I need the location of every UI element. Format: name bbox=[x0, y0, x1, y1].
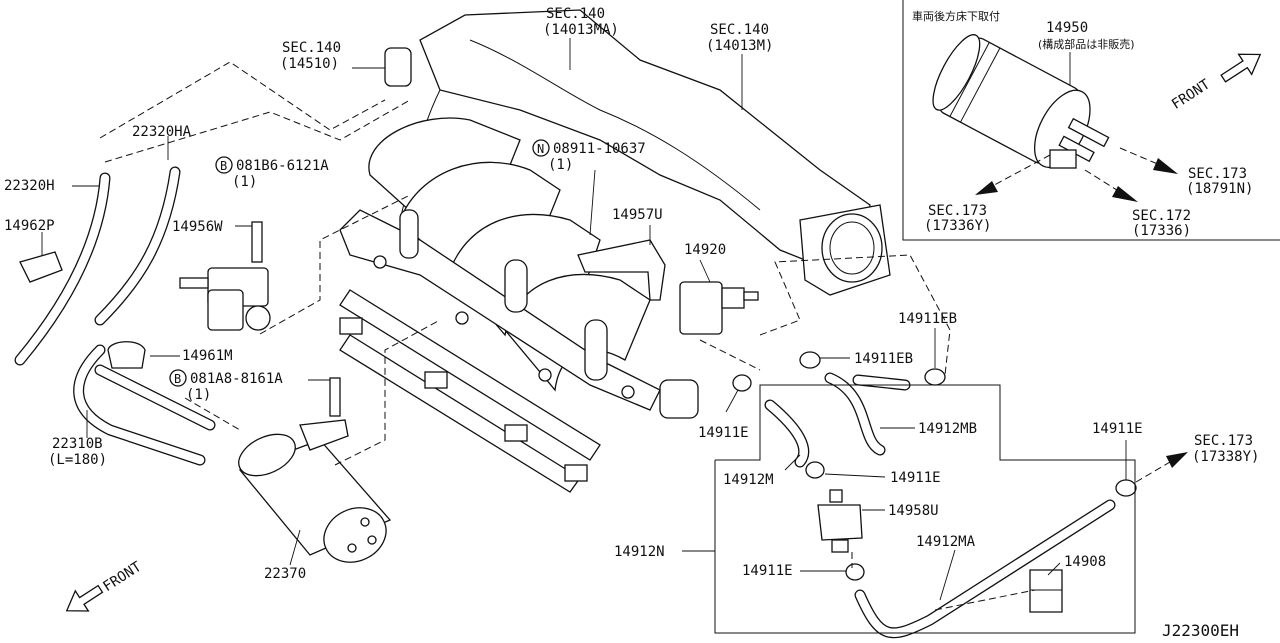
diagram-code: J22300EH bbox=[1162, 621, 1239, 639]
bracket-14957U bbox=[577, 239, 666, 301]
label-14911EB-a: 14911EB bbox=[898, 311, 957, 327]
inset-note: 車両後方床下取付 bbox=[912, 9, 1000, 23]
label-22320HA: 22320HA bbox=[132, 124, 192, 140]
left-hoses bbox=[14, 166, 392, 563]
sec-ref-17338Y: SEC.173 bbox=[1194, 433, 1253, 449]
label-14911E-b: 14911E bbox=[890, 470, 941, 486]
label-22370: 22370 bbox=[264, 566, 306, 582]
label-22310B: 22310B bbox=[52, 436, 103, 452]
label-22310B-length: (L=180) bbox=[48, 452, 107, 468]
bolt-qty-1: (1) bbox=[232, 174, 257, 190]
sec-ref-14013M-no: (14013M) bbox=[706, 38, 773, 54]
label-14920: 14920 bbox=[684, 242, 726, 258]
bolt-labels: B 081B6-6121A (1) N 08911-10637 (1) B 08… bbox=[169, 139, 646, 403]
arrow-icon bbox=[1112, 186, 1138, 202]
sec-ref-14013M: SEC.140 bbox=[710, 22, 769, 38]
label-14956W: 14956W bbox=[172, 219, 223, 235]
sec-ref-14510: SEC.140 bbox=[282, 40, 341, 56]
tank-22370 bbox=[238, 377, 392, 563]
inset-part-number: 14950 bbox=[1046, 20, 1088, 36]
svg-text:FRONT: FRONT bbox=[100, 558, 145, 595]
bolt-symbol-3: B bbox=[174, 372, 181, 386]
svg-text:FRONT: FRONT bbox=[1169, 76, 1214, 113]
label-14957U: 14957U bbox=[612, 207, 663, 223]
right-hoses bbox=[714, 351, 1188, 639]
inset-ref-no-2: (17336) bbox=[1132, 223, 1191, 239]
leader-lines bbox=[41, 38, 1127, 601]
clamp-14961M bbox=[107, 341, 146, 369]
clamp-14911E-1 bbox=[732, 374, 752, 392]
bolt-number-3: 081A8-8161A bbox=[190, 371, 283, 387]
clamp-14911EB-1 bbox=[799, 351, 821, 369]
bolt-qty-2: (1) bbox=[548, 157, 573, 173]
label-14962P: 14962P bbox=[4, 218, 55, 234]
sec-ref-14013MA-no: (14013MA) bbox=[543, 22, 619, 38]
label-14908: 14908 bbox=[1064, 554, 1106, 570]
bolt-number-1: 081B6-6121A bbox=[236, 158, 329, 174]
inset-ref-sec-2: SEC.172 bbox=[1132, 208, 1191, 224]
label-14912MA: 14912MA bbox=[916, 534, 976, 550]
label-14911E-c: 14911E bbox=[742, 563, 793, 579]
clamp-14911EB-2 bbox=[924, 368, 946, 386]
bolt-symbol-1: B bbox=[220, 159, 227, 173]
sensor-14510 bbox=[384, 47, 412, 87]
bolt-081A8 bbox=[329, 377, 341, 417]
bolt-081B6 bbox=[251, 221, 263, 263]
arrow-icon bbox=[1166, 452, 1188, 468]
front-arrow-main: FRONT bbox=[65, 558, 145, 612]
clip-14908 bbox=[1029, 569, 1063, 613]
intake-manifold bbox=[339, 9, 891, 493]
section-labels: SEC.140 (14510) SEC.140 (14013MA) SEC.14… bbox=[280, 6, 1259, 465]
label-14961M: 14961M bbox=[182, 348, 233, 364]
solenoid-valve-14920 bbox=[679, 281, 759, 335]
inset-ref-no-1: (17336Y) bbox=[924, 218, 991, 234]
clamp-14911E-4 bbox=[1115, 479, 1137, 497]
filter-14958U bbox=[817, 489, 863, 553]
bolt-number-2: 08911-10637 bbox=[553, 141, 646, 157]
label-14911EB-b: 14911EB bbox=[854, 351, 913, 367]
arrow-icon bbox=[1153, 158, 1178, 174]
label-14911E-a: 14911E bbox=[698, 425, 749, 441]
label-14912MB: 14912MB bbox=[918, 421, 977, 437]
label-14911E-d: 14911E bbox=[1092, 421, 1143, 437]
arrow-icon bbox=[975, 181, 998, 195]
inset-ref-sec-3: SEC.173 bbox=[1188, 166, 1247, 182]
clamp-14911E-3 bbox=[845, 563, 865, 581]
bolt-symbol-2: N bbox=[537, 142, 544, 156]
inset-ref-sec-1: SEC.173 bbox=[928, 203, 987, 219]
canister-bracket bbox=[1049, 149, 1077, 169]
valve-14956W bbox=[179, 221, 271, 331]
sec-ref-14510-no: (14510) bbox=[280, 56, 339, 72]
inset-part-note: (構成部品は非販売) bbox=[1038, 37, 1135, 51]
front-arrow-icon bbox=[1220, 53, 1262, 83]
label-14912M: 14912M bbox=[723, 472, 774, 488]
label-14958U: 14958U bbox=[888, 503, 939, 519]
bolt-qty-3: (1) bbox=[186, 387, 211, 403]
clip-14962P bbox=[19, 251, 63, 283]
front-arrow-inset: FRONT bbox=[1169, 53, 1262, 113]
inset-ref-no-3: (18791N) bbox=[1186, 181, 1253, 197]
sec-ref-17338Y-no: (17338Y) bbox=[1192, 449, 1259, 465]
part-labels: 22320HA 22320H 14962P 14956W 14961M 2231… bbox=[4, 124, 1143, 582]
sec-ref-14013MA: SEC.140 bbox=[546, 6, 605, 22]
canister-inset: 車両後方床下取付 14950 (構成部品は非販売) SEC.173 (17336… bbox=[902, 0, 1280, 241]
dashed-routing bbox=[99, 61, 1036, 611]
evap-canister bbox=[932, 34, 1110, 168]
label-22320H: 22320H bbox=[4, 178, 55, 194]
label-14912N: 14912N bbox=[614, 544, 665, 560]
clamp-14911E-2 bbox=[805, 461, 825, 479]
front-arrow-icon bbox=[65, 584, 104, 612]
